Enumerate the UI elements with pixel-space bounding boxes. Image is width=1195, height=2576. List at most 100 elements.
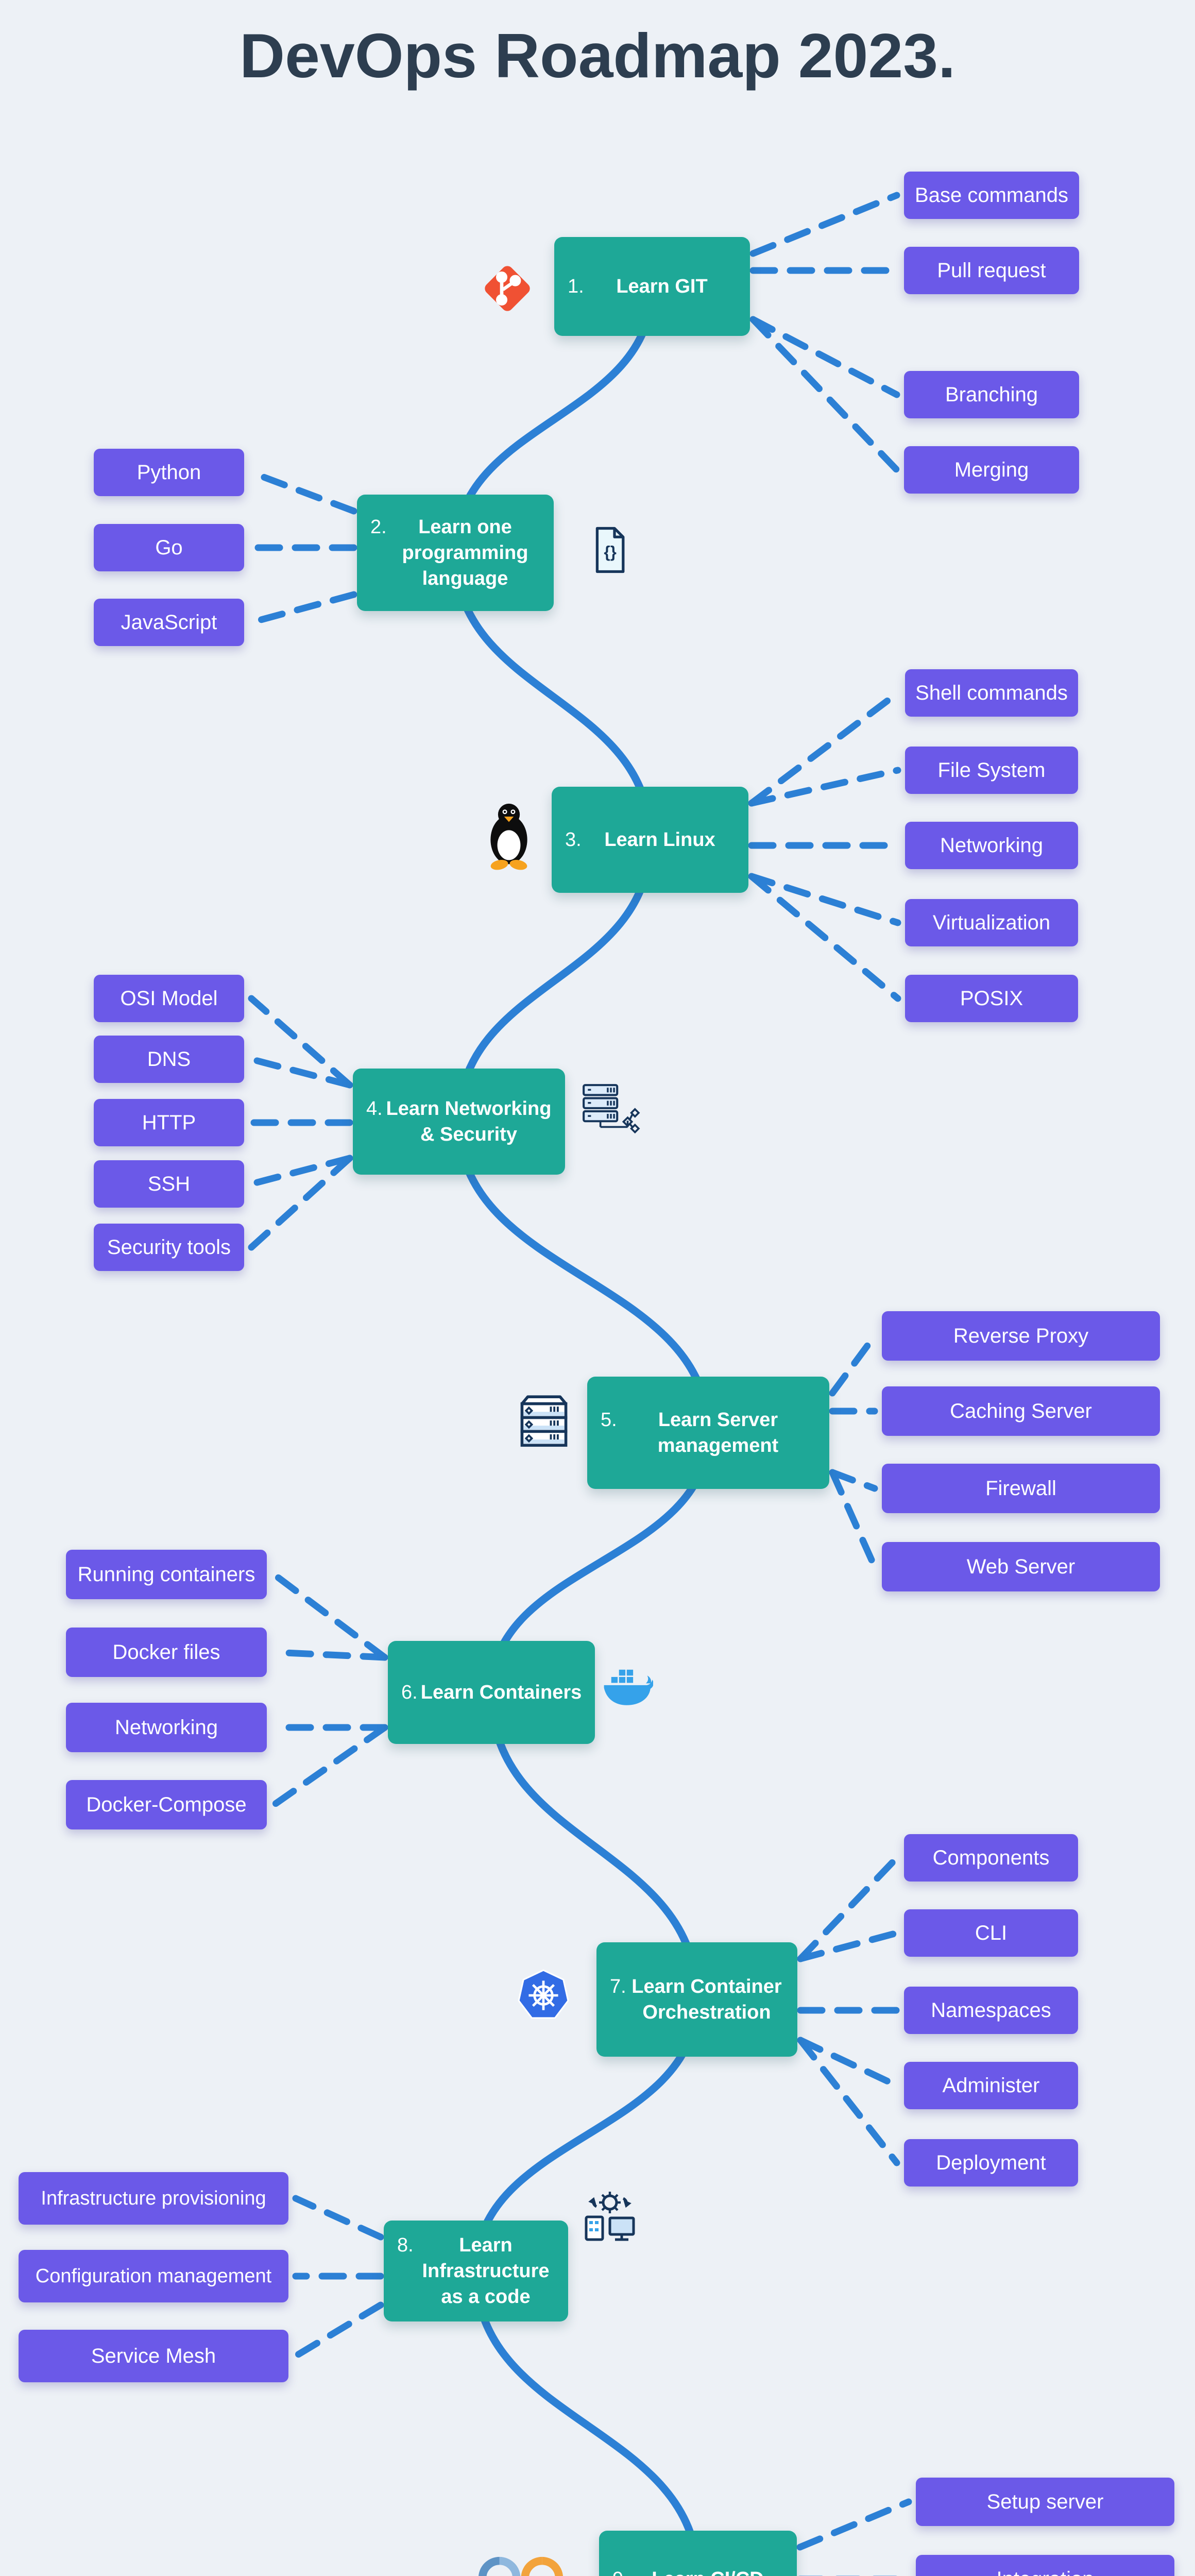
step-title: Learn one programming language [402, 516, 528, 589]
code-file-icon: {} [582, 523, 636, 577]
connector-line [292, 2195, 384, 2241]
satellite-dns: DNS [94, 1036, 244, 1083]
connector-line [829, 1469, 878, 1492]
svg-text:{}: {} [604, 543, 617, 561]
satellite-web-server: Web Server [882, 1542, 1160, 1591]
step-node-learn-networking-security: 4.Learn Networking & Security [353, 1069, 565, 1175]
connector-line [292, 2301, 384, 2360]
satellite-ssh: SSH [94, 1160, 244, 1208]
satellite-merging: Merging [904, 446, 1079, 494]
satellite-posix: POSIX [905, 975, 1078, 1022]
connector-line [248, 1155, 353, 1251]
step-number: 3. [565, 829, 582, 851]
connector-line [248, 1155, 353, 1188]
connector-line [748, 873, 901, 926]
satellite-reverse-proxy: Reverse Proxy [882, 1311, 1160, 1361]
connector-line [748, 873, 901, 1002]
connector-line [829, 1332, 878, 1397]
step-title: Learn Container Orchestration [631, 1976, 782, 2023]
step-node-learn-container-orchestration: 7.Learn Container Orchestration [596, 1942, 797, 2057]
satellite-security-tools: Security tools [94, 1224, 244, 1271]
step-number: 8. [397, 2234, 414, 2256]
step-number: 2. [370, 516, 387, 538]
kubernetes-wheel-icon [517, 1968, 570, 2021]
step-node-learn-containers: 6.Learn Containers [388, 1641, 595, 1744]
network-security-icon [579, 1081, 642, 1133]
connector-line [749, 192, 900, 257]
connector-line [797, 1854, 900, 1962]
connector-line [797, 2037, 900, 2089]
satellite-osi-model: OSI Model [94, 975, 244, 1022]
satellite-http: HTTP [94, 1099, 244, 1146]
satellite-branching: Branching [904, 371, 1079, 418]
server-rack-icon [515, 1391, 573, 1449]
satellite-shell-commands: Shell commands [905, 669, 1078, 717]
satellite-pull-request: Pull request [904, 247, 1079, 294]
step-node-learn-ci-cd: 9.Learn CI/CD [599, 2531, 797, 2576]
step-node-learn-git: 1. Learn GIT [554, 237, 750, 336]
step-node-learn-infrastructure-as-a-code: 8. Learn Infrastructure as a code [384, 2221, 568, 2321]
satellite-go: Go [94, 524, 244, 571]
step-number: 9. [612, 2566, 629, 2576]
step-title: Learn CI/CD [622, 2566, 774, 2576]
step-title: Learn Networking & Security [386, 1098, 552, 1145]
connector-line [248, 591, 357, 626]
step-number: 1. [568, 276, 584, 297]
connector-line [829, 1469, 878, 1570]
satellite-integration: Integration [916, 2555, 1174, 2576]
step-title: Learn GIT [616, 276, 708, 297]
connector-line [797, 2037, 900, 2166]
satellite-caching-server: Caching Server [882, 1386, 1160, 1436]
satellite-file-system: File System [905, 747, 1078, 794]
connector-line [270, 1649, 388, 1661]
satellite-service-mesh: Service Mesh [19, 2330, 288, 2382]
satellite-virtualization: Virtualization [905, 899, 1078, 946]
satellite-administer: Administer [904, 2062, 1078, 2109]
docker-whale-icon [599, 1665, 653, 1710]
connector-line [749, 316, 900, 473]
git-icon [479, 260, 536, 317]
satellite-configuration-management: Configuration management [19, 2250, 288, 2302]
connector-line [270, 1724, 388, 1808]
step-title: Learn Server management [657, 1409, 779, 1456]
step-number: 7. [610, 1976, 626, 1997]
connector-line [248, 469, 357, 515]
step-node-learn-one-programming-language: 2. Learn one programming language [357, 495, 554, 611]
connector-line [748, 689, 901, 807]
iac-gear-icon [578, 2187, 645, 2244]
connector-line [248, 995, 353, 1089]
satellite-networking: Networking [66, 1703, 267, 1752]
cicd-loop-icon [473, 2551, 569, 2576]
connector-line [796, 2498, 912, 2551]
step-number: 6. [401, 1682, 418, 1703]
satellite-javascript: JavaScript [94, 599, 244, 646]
satellite-docker-files: Docker files [66, 1628, 267, 1677]
linux-tux-icon [475, 798, 543, 872]
satellite-networking: Networking [905, 822, 1078, 869]
connector-line [270, 1571, 388, 1661]
connector-line [748, 767, 901, 807]
satellite-python: Python [94, 449, 244, 496]
satellite-setup-server: Setup server [916, 2478, 1174, 2526]
step-number: 4. [366, 1098, 383, 1120]
step-title: Learn Linux [604, 829, 715, 851]
page-title: DevOps Roadmap 2023. [239, 21, 955, 91]
step-node-learn-linux: 3. Learn Linux [552, 787, 748, 893]
satellite-firewall: Firewall [882, 1464, 1160, 1513]
step-number: 5. [601, 1409, 617, 1431]
step-title: Learn Containers [420, 1682, 582, 1703]
satellite-namespaces: Namespaces [904, 1987, 1078, 2034]
satellite-base-commands: Base commands [904, 172, 1079, 219]
satellite-running-containers: Running containers [66, 1550, 267, 1599]
step-title: Learn Infrastructure as a code [422, 2234, 550, 2308]
step-node-learn-server-management: 5. Learn Server management [587, 1377, 829, 1489]
connector-line [248, 1056, 353, 1089]
satellite-infrastructure-provisioning: Infrastructure provisioning [19, 2172, 288, 2225]
connector-line [797, 1929, 900, 1962]
satellite-docker-compose: Docker-Compose [66, 1780, 267, 1829]
satellite-components: Components [904, 1834, 1078, 1882]
satellite-cli: CLI [904, 1909, 1078, 1957]
satellite-deployment: Deployment [904, 2139, 1078, 2187]
